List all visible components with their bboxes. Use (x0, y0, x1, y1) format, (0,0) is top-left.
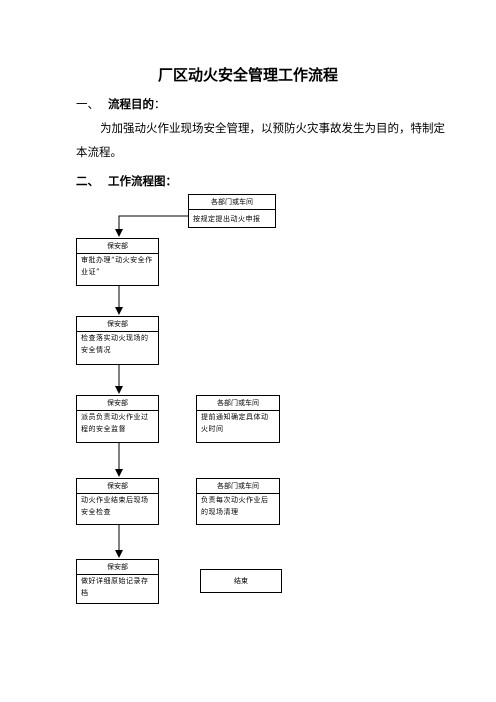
step5-dept: 保安部 (77, 560, 158, 575)
start-task: 按规定提出动火申报 (193, 215, 261, 223)
side4-task: 负责每次动火作业后的现场清理 (201, 496, 269, 516)
step2-task: 检查落实动火现场的安全情况 (81, 334, 149, 354)
step1-dept: 保安部 (77, 239, 158, 254)
step3-task: 派员负责动火作业过程的安全监督 (81, 413, 149, 433)
side3-box: 各部门或车间 提前通知确定具体动火时间 (196, 395, 280, 443)
step5-box: 保安部 做好详细原始记录存档 (76, 559, 159, 604)
step2-box: 保安部 检查落实动火现场的安全情况 (76, 316, 159, 365)
end-label: 结束 (234, 577, 248, 585)
step3-box: 保安部 派员负责动火作业过程的安全监督 (76, 395, 159, 443)
step3-dept: 保安部 (77, 396, 158, 411)
step4-task: 动火作业结束后现场安全检查 (81, 496, 149, 516)
section-1-heading: 一、流程目的： (76, 96, 166, 112)
start-box: 各部门或车间 按规定提出动火申报 (188, 194, 276, 228)
section-2-number: 二、 (76, 174, 99, 188)
step4-box: 保安部 动火作业结束后现场安全检查 (76, 478, 159, 525)
section-1-title: 流程目的 (108, 97, 154, 111)
step5-task: 做好详细原始记录存档 (81, 577, 149, 597)
section-2-title: 工作流程图 (108, 174, 166, 188)
connector-start-to-step1 (115, 215, 188, 237)
side3-task: 提前通知确定具体动火时间 (201, 413, 269, 433)
side4-dept: 各部门或车间 (197, 479, 279, 494)
document-title: 厂区动火安全管理工作流程 (157, 66, 338, 84)
step2-dept: 保安部 (77, 317, 158, 332)
section-2-colon: ： (165, 174, 178, 188)
side4-box: 各部门或车间 负责每次动火作业后的现场清理 (196, 478, 280, 525)
section-2-heading: 二、工作流程图： (76, 173, 177, 189)
step4-dept: 保安部 (77, 479, 158, 494)
step1-box: 保安部 审批办理“动火安全作业证” (76, 238, 159, 286)
side3-dept: 各部门或车间 (197, 396, 279, 411)
section-1-colon: ： (154, 97, 166, 111)
purpose-paragraph: 为加强动火作业现场安全管理，以预防火灾事故发生为目的，特制定本流程。 (76, 121, 445, 159)
step1-task: 审批办理“动火安全作业证” (81, 256, 153, 276)
start-dept: 各部门或车间 (189, 195, 275, 210)
section-1-number: 一、 (76, 97, 99, 111)
end-box: 结束 (200, 569, 282, 593)
